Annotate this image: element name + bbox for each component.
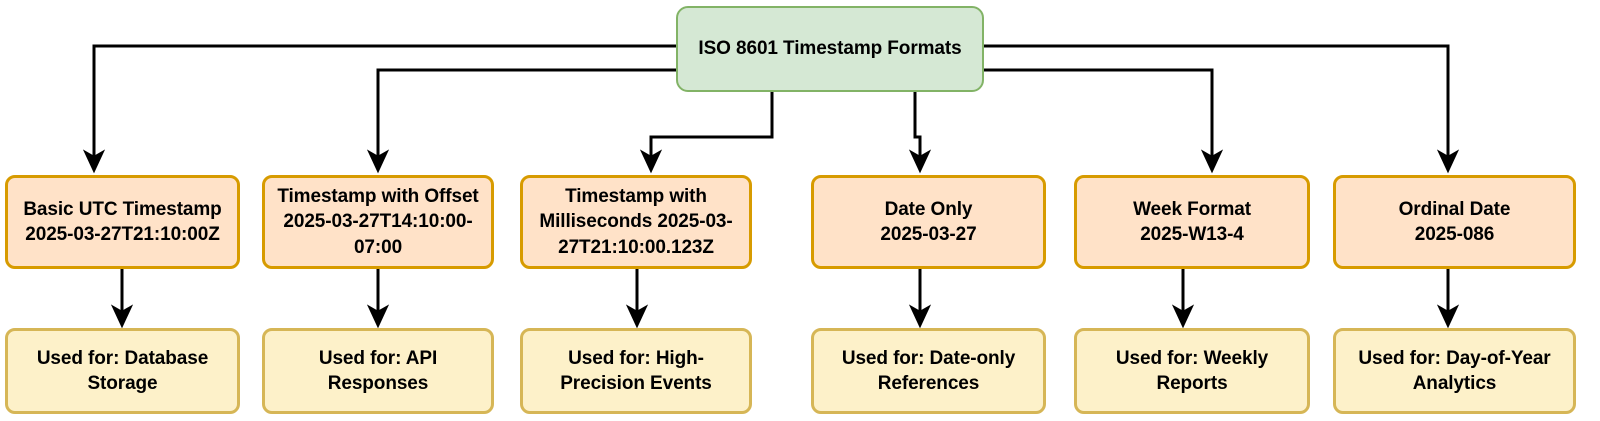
node-usage-api-responses[interactable]: Used for: API Responses bbox=[262, 328, 494, 414]
node-usage-label: Used for: API Responses bbox=[318, 347, 438, 394]
node-format-basic-utc-timestamp[interactable]: Basic UTC Timestamp 2025-03-27T21:10:00Z bbox=[5, 175, 240, 269]
node-usage-label: Used for: Day-of-Year Analytics bbox=[1358, 347, 1551, 394]
node-format-timestamp-with-milliseconds[interactable]: Timestamp with Milliseconds 2025-03-27T2… bbox=[520, 175, 752, 269]
node-usage-label: Used for: High-Precision Events bbox=[560, 347, 712, 394]
node-format-label: Week Format 2025-W13-4 bbox=[1133, 198, 1251, 245]
node-format-timestamp-with-offset[interactable]: Timestamp with Offset 2025-03-27T14:10:0… bbox=[262, 175, 494, 269]
node-format-date-only[interactable]: Date Only 2025-03-27 bbox=[811, 175, 1046, 269]
node-usage-label: Used for: Date-only References bbox=[841, 347, 1016, 394]
node-format-label: Timestamp with Milliseconds 2025-03-27T2… bbox=[539, 186, 733, 258]
node-usage-date-only-references[interactable]: Used for: Date-only References bbox=[811, 328, 1046, 414]
node-root-iso-8601[interactable]: ISO 8601 Timestamp Formats bbox=[676, 6, 984, 92]
edge-root-to-offset bbox=[366, 68, 676, 174]
edge-root-to-milliseconds bbox=[639, 92, 774, 174]
node-usage-high-precision-events[interactable]: Used for: High-Precision Events bbox=[520, 328, 752, 414]
node-format-label: Date Only 2025-03-27 bbox=[880, 198, 977, 245]
node-format-label: Ordinal Date 2025-086 bbox=[1398, 198, 1511, 245]
node-format-label: Timestamp with Offset 2025-03-27T14:10:0… bbox=[277, 186, 479, 258]
node-format-ordinal-date[interactable]: Ordinal Date 2025-086 bbox=[1333, 175, 1576, 269]
node-usage-label: Used for: Database Storage bbox=[36, 347, 209, 394]
edge-root-to-date-only bbox=[908, 92, 932, 174]
root-to-format-edges bbox=[82, 44, 1460, 174]
edge-root-to-basic-utc bbox=[82, 44, 676, 174]
node-format-week-format[interactable]: Week Format 2025-W13-4 bbox=[1074, 175, 1310, 269]
node-usage-weekly-reports[interactable]: Used for: Weekly Reports bbox=[1074, 328, 1310, 414]
node-usage-day-of-year-analytics[interactable]: Used for: Day-of-Year Analytics bbox=[1333, 328, 1576, 414]
node-root-label: ISO 8601 Timestamp Formats bbox=[698, 38, 962, 60]
edge-root-to-week-format bbox=[984, 68, 1224, 174]
node-usage-database-storage[interactable]: Used for: Database Storage bbox=[5, 328, 240, 414]
node-format-label: Basic UTC Timestamp 2025-03-27T21:10:00Z bbox=[23, 198, 222, 245]
edge-root-to-ordinal-date bbox=[984, 44, 1460, 174]
node-usage-label: Used for: Weekly Reports bbox=[1115, 347, 1269, 394]
format-to-usage-edges bbox=[110, 269, 1460, 329]
